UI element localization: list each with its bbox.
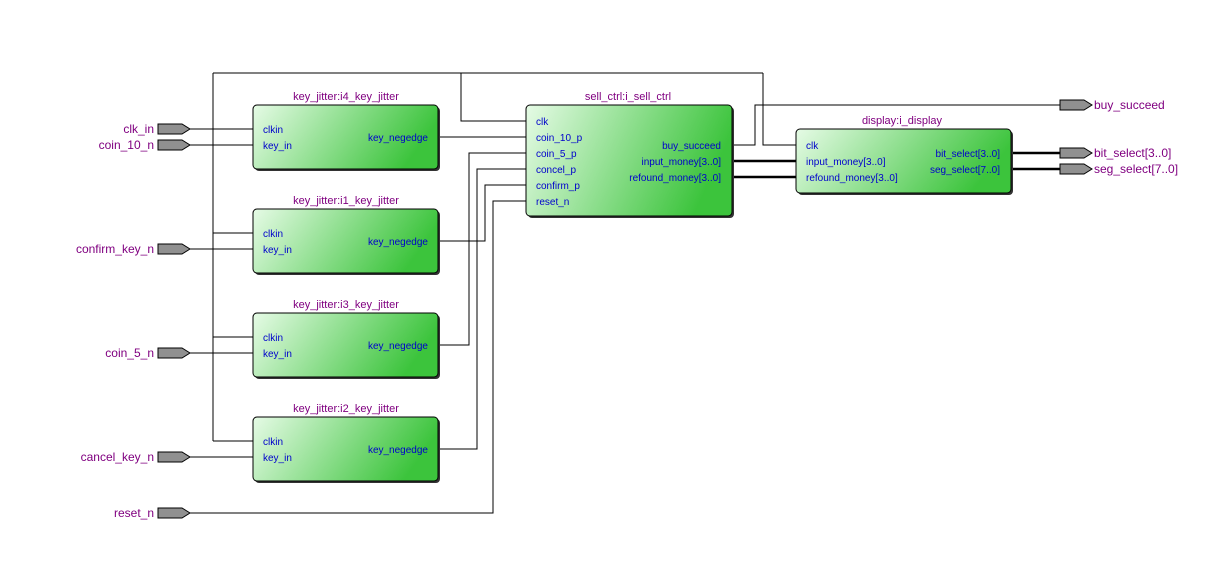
block-key-jitter-i4[interactable]: key_jitter:i4_key_jitter clkin key_in ke… — [252, 91, 440, 171]
pin-label-coin-5-n: coin_5_n — [105, 346, 154, 360]
pin-label-cancel-key-n: cancel_key_n — [81, 450, 154, 464]
input-pin-icon — [157, 243, 191, 255]
port-bit-select: bit_select[3..0] — [936, 149, 1001, 160]
output-pin-icon — [1059, 99, 1093, 111]
input-pin-icon — [157, 123, 191, 135]
pin-seg-select[interactable]: seg_select[7..0] — [1059, 162, 1178, 176]
pin-cancel-key-n[interactable]: cancel_key_n — [81, 450, 191, 464]
pin-label-bit-select: bit_select[3..0] — [1094, 146, 1171, 160]
input-pin-icon — [157, 347, 191, 359]
pin-coin-5-n[interactable]: coin_5_n — [105, 346, 191, 360]
block-body — [525, 104, 733, 217]
block-key-jitter-i2[interactable]: key_jitter:i2_key_jitter clkin key_in ke… — [252, 403, 440, 483]
block-body — [252, 208, 439, 274]
port-clkin: clkin — [263, 125, 283, 136]
output-pin-icon — [1059, 163, 1093, 175]
pin-label-reset-n: reset_n — [114, 506, 154, 520]
block-title: key_jitter:i4_key_jitter — [293, 91, 399, 103]
block-key-jitter-i1[interactable]: key_jitter:i1_key_jitter clkin key_in ke… — [252, 195, 440, 275]
wire-buy-succeed[interactable] — [732, 104, 1060, 146]
input-pin-icon — [157, 139, 191, 151]
port-key-in: key_in — [263, 349, 292, 360]
port-key-negedge: key_negedge — [368, 237, 428, 248]
output-pins: buy_succeed bit_select[3..0] seg_select[… — [1059, 98, 1178, 176]
port-buy-succeed: buy_succeed — [662, 141, 721, 152]
block-sell-ctrl[interactable]: sell_ctrl:i_sell_ctrl clk coin_10_p coin… — [525, 91, 734, 218]
output-pin-icon — [1059, 147, 1093, 159]
block-body — [252, 416, 439, 482]
pin-confirm-key-n[interactable]: confirm_key_n — [76, 242, 191, 256]
block-body — [252, 104, 439, 170]
wire-clk-display[interactable] — [762, 73, 797, 146]
input-pins: clk_in coin_10_n confirm_key_n coin_5_n … — [76, 122, 191, 520]
port-key-in: key_in — [263, 453, 292, 464]
wire-i1-confirmp[interactable] — [438, 184, 527, 242]
port-refound-money: refound_money[3..0] — [629, 173, 721, 184]
pin-bit-select[interactable]: bit_select[3..0] — [1059, 146, 1171, 160]
pin-buy-succeed[interactable]: buy_succeed — [1059, 98, 1165, 112]
pin-label-coin-10-n: coin_10_n — [99, 138, 154, 152]
input-pin-icon — [157, 451, 191, 463]
port-input-money: input_money[3..0] — [806, 157, 886, 168]
port-key-in: key_in — [263, 245, 292, 256]
pin-label-buy-succeed: buy_succeed — [1094, 98, 1165, 112]
port-key-negedge: key_negedge — [368, 133, 428, 144]
block-key-jitter-i3[interactable]: key_jitter:i3_key_jitter clkin key_in ke… — [252, 299, 440, 379]
pin-clk-in[interactable]: clk_in — [123, 122, 191, 136]
port-key-negedge: key_negedge — [368, 341, 428, 352]
pin-coin-10-n[interactable]: coin_10_n — [99, 138, 191, 152]
block-title: display:i_display — [862, 115, 943, 127]
port-clk: clk — [536, 117, 549, 128]
wire-i3-coin5p[interactable] — [438, 152, 527, 346]
pin-label-seg-select: seg_select[7..0] — [1094, 162, 1178, 176]
input-pin-icon — [157, 507, 191, 519]
pin-label-confirm-key-n: confirm_key_n — [76, 242, 154, 256]
port-clk: clk — [806, 141, 819, 152]
block-body — [795, 128, 1012, 194]
port-coin-10-p: coin_10_p — [536, 133, 583, 144]
port-seg-select: seg_select[7..0] — [930, 165, 1000, 176]
block-body — [252, 312, 439, 378]
block-title: key_jitter:i1_key_jitter — [293, 195, 399, 207]
port-confirm-p: confirm_p — [536, 181, 580, 192]
pin-label-clk-in: clk_in — [123, 122, 154, 136]
port-clkin: clkin — [263, 229, 283, 240]
wire-reset[interactable] — [190, 200, 527, 514]
block-title: key_jitter:i3_key_jitter — [293, 299, 399, 311]
port-concel-p: concel_p — [536, 165, 576, 176]
port-key-in: key_in — [263, 141, 292, 152]
port-clkin: clkin — [263, 437, 283, 448]
wire-clk-sell[interactable] — [460, 73, 527, 122]
port-reset-n: reset_n — [536, 197, 569, 208]
port-clkin: clkin — [263, 333, 283, 344]
wires — [190, 72, 1060, 514]
block-title: sell_ctrl:i_sell_ctrl — [585, 91, 671, 103]
port-refound-money: refound_money[3..0] — [806, 173, 898, 184]
port-coin-5-p: coin_5_p — [536, 149, 577, 160]
pin-reset-n[interactable]: reset_n — [114, 506, 191, 520]
wire-i2-concelp[interactable] — [438, 168, 527, 450]
block-display[interactable]: display:i_display clk input_money[3..0] … — [795, 115, 1013, 195]
port-input-money: input_money[3..0] — [642, 157, 722, 168]
port-key-negedge: key_negedge — [368, 445, 428, 456]
block-title: key_jitter:i2_key_jitter — [293, 403, 399, 415]
